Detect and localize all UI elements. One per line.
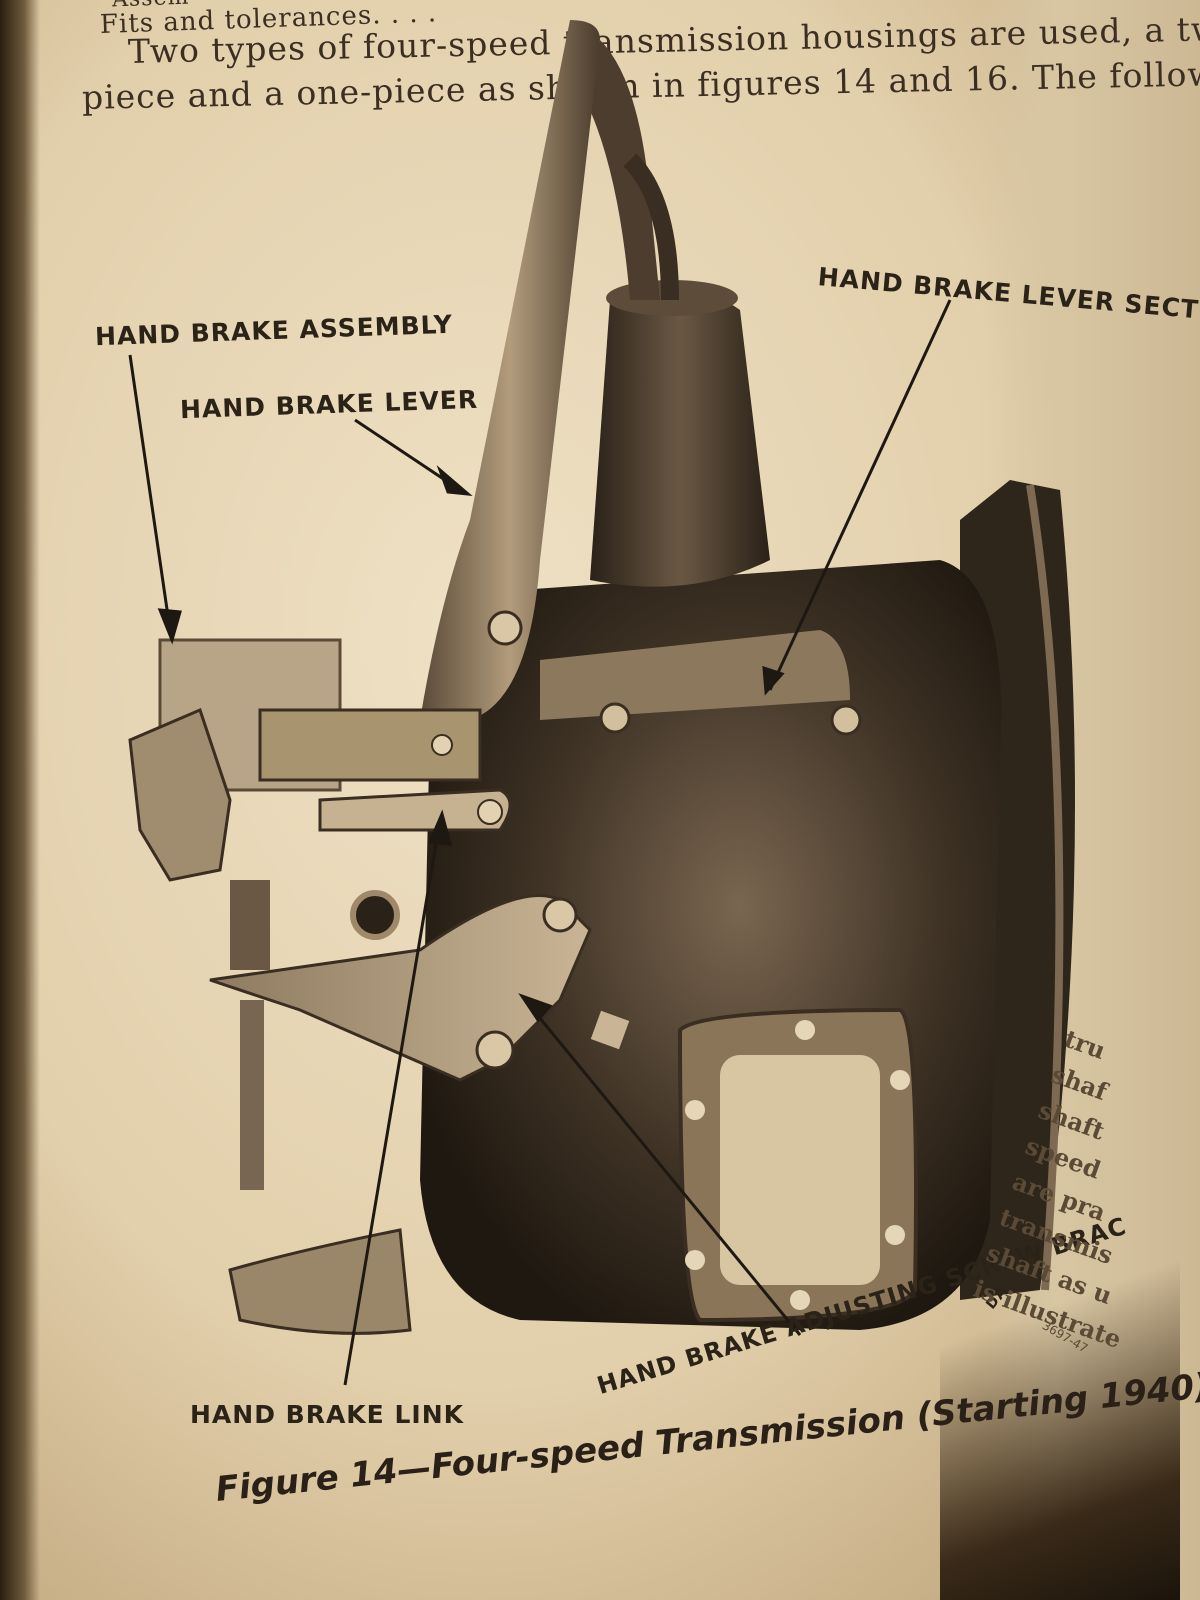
- arrowhead-link: [427, 809, 453, 846]
- arrowhead-lever: [436, 465, 473, 496]
- shift-lever: [590, 40, 660, 300]
- arrow-screw: [523, 999, 802, 1336]
- arrowhead-assembly: [157, 608, 182, 645]
- cover-bolt-6: [685, 1100, 705, 1120]
- link-end: [477, 799, 503, 825]
- arrow-assembly: [128, 354, 172, 631]
- hand-brake-link: [318, 788, 512, 832]
- adjusting-spring: [230, 880, 270, 970]
- cover-bolt-1: [795, 1020, 815, 1040]
- cover-bolt-4: [790, 1290, 810, 1310]
- book-gutter-shadow: [940, 1200, 1180, 1600]
- cover-panel: [720, 1055, 880, 1285]
- bell-housing-rim: [1026, 484, 1064, 1291]
- cover-bolt-2: [890, 1070, 910, 1090]
- label-hand-brake-link: HAND BRAKE LINK: [190, 1400, 464, 1429]
- arrow-sector: [768, 299, 952, 691]
- adjusting-screw: [240, 1000, 264, 1190]
- sector-bolt-2: [830, 704, 862, 736]
- shift-tower: [590, 292, 770, 587]
- brake-bracket: [128, 707, 232, 882]
- filler-plug: [590, 1010, 630, 1050]
- arrowhead-sector: [762, 665, 785, 696]
- page-shadow-left: [0, 0, 40, 1600]
- cover-bolt-3: [885, 1225, 905, 1245]
- lever-sector: [540, 630, 850, 720]
- link-pin: [431, 734, 453, 756]
- callout-arrows: [128, 299, 952, 1386]
- arrowhead-screw: [518, 993, 553, 1023]
- bracket-foot: [228, 1228, 412, 1335]
- sector-bolt-1: [599, 702, 631, 734]
- bracket-bolt-2: [475, 1030, 515, 1070]
- lever-bolt: [487, 610, 523, 646]
- shift-lever-2: [623, 153, 679, 301]
- case-plug: [350, 890, 400, 940]
- arrow-link: [343, 819, 442, 1386]
- bracket-bolt-1: [542, 897, 578, 933]
- cover-bolt-5: [685, 1250, 705, 1270]
- hand-brake-lever: [420, 20, 600, 720]
